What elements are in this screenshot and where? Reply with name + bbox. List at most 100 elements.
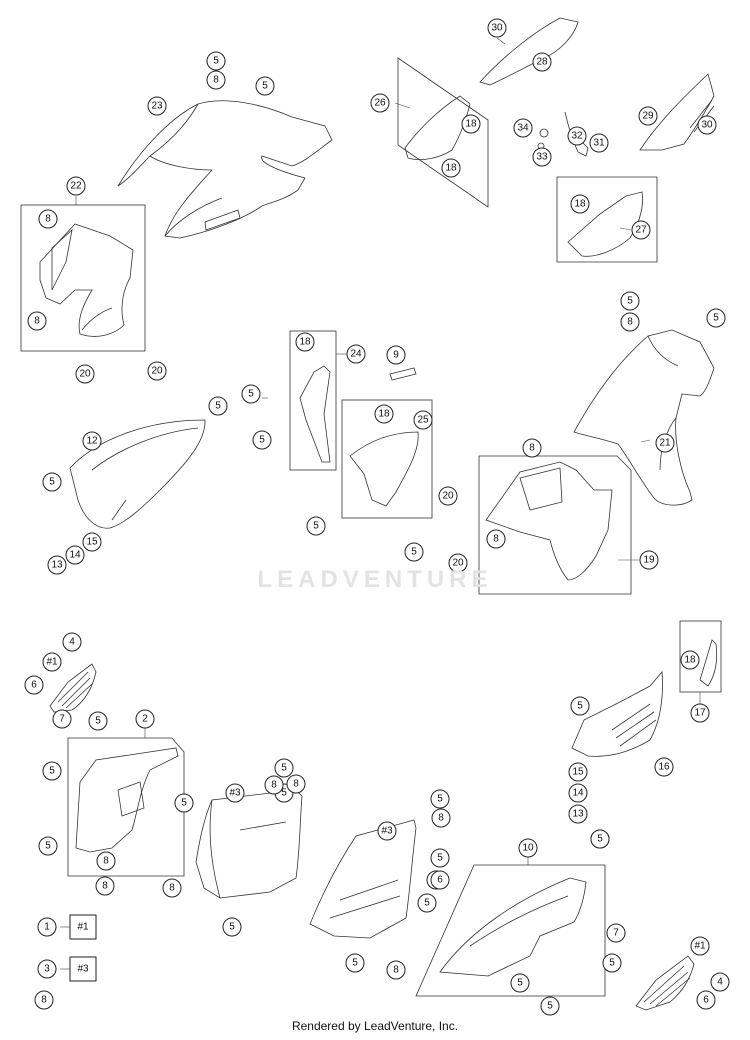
callout-label: 29 bbox=[642, 111, 654, 122]
callout-label: 8 bbox=[45, 214, 51, 225]
frame-group-27 bbox=[557, 177, 657, 262]
callout-label: 18 bbox=[465, 119, 477, 130]
callout-label: 12 bbox=[86, 436, 98, 447]
callout-label: 20 bbox=[79, 369, 91, 380]
callout-label: 9 bbox=[393, 350, 399, 361]
callout-6: 6 bbox=[24, 675, 44, 695]
callout-29: 29 bbox=[638, 106, 658, 126]
callout-label: 23 bbox=[151, 101, 163, 112]
callout-30: 30 bbox=[487, 18, 507, 38]
callout-5: 5 bbox=[208, 396, 228, 416]
callout-label: #1 bbox=[46, 657, 58, 668]
cover-part-26 bbox=[405, 96, 470, 160]
callout-5: 5 bbox=[38, 836, 58, 856]
callout-20: 20 bbox=[448, 553, 468, 573]
panel-part-12 bbox=[70, 420, 205, 528]
callout-label: 5 bbox=[95, 716, 101, 727]
callout-label: 8 bbox=[271, 780, 277, 791]
frame-group-17 bbox=[679, 620, 722, 693]
callout-label: 27 bbox=[635, 225, 647, 236]
callout-label: 5 bbox=[609, 958, 615, 969]
callout-label: 8 bbox=[493, 534, 499, 545]
callout-label: #3 bbox=[229, 788, 241, 799]
callout-8: 8 bbox=[95, 876, 115, 896]
callout-18: 18 bbox=[374, 404, 394, 424]
callout-18: 18 bbox=[680, 650, 700, 670]
callout-label: 8 bbox=[103, 856, 109, 867]
callout-13: 13 bbox=[568, 804, 588, 824]
panel-part-10-detail bbox=[470, 896, 568, 946]
callout-5: 5 bbox=[570, 696, 590, 716]
callout-label: 21 bbox=[659, 438, 671, 449]
fairing-part-23 bbox=[118, 101, 332, 238]
callout-label: 1 bbox=[44, 922, 50, 933]
callout-8: 8 bbox=[386, 960, 406, 980]
callout-24: 24 bbox=[346, 344, 366, 364]
callout-label: #3 bbox=[381, 826, 393, 837]
callout-label: 18 bbox=[684, 655, 696, 666]
callout-20: 20 bbox=[147, 361, 167, 381]
panel-part-2-detail bbox=[118, 782, 144, 816]
callout-label: 18 bbox=[378, 409, 390, 420]
callout-label: 5 bbox=[352, 958, 358, 969]
callout-label: 5 bbox=[213, 56, 219, 67]
callout-label: 7 bbox=[613, 928, 619, 939]
callout-2: 2 bbox=[135, 709, 155, 729]
callout-8: 8 bbox=[522, 438, 542, 458]
callout-5: 5 bbox=[42, 761, 62, 781]
callout-label: 16 bbox=[658, 762, 670, 773]
callout-hash3: #3 bbox=[69, 956, 97, 982]
callout-27: 27 bbox=[631, 220, 651, 240]
callout-label: 13 bbox=[51, 560, 63, 571]
frame-group-10 bbox=[416, 865, 605, 996]
callout-label: 31 bbox=[593, 138, 605, 149]
sensor-part-31 bbox=[565, 112, 588, 156]
callout-5: 5 bbox=[404, 542, 424, 562]
callout-label: 4 bbox=[69, 637, 75, 648]
frame-group-24 bbox=[289, 330, 337, 471]
callout-6: 6 bbox=[696, 990, 716, 1010]
footer-credit: Rendered by LeadVenture, Inc. bbox=[291, 1019, 459, 1033]
callout-18: 18 bbox=[461, 114, 481, 134]
callout-label: #3 bbox=[77, 964, 89, 975]
callout-label: 28 bbox=[536, 57, 548, 68]
callout-23: 23 bbox=[147, 96, 167, 116]
callout-label: 5 bbox=[713, 313, 719, 324]
cover-part-16 bbox=[572, 672, 663, 756]
callout-12: 12 bbox=[82, 431, 102, 451]
panel-part-2 bbox=[76, 748, 178, 852]
callout-label: 24 bbox=[350, 349, 362, 360]
callout-label: 5 bbox=[424, 898, 430, 909]
frame-group-19 bbox=[479, 456, 631, 594]
callout-10: 10 bbox=[518, 838, 538, 858]
panel-part-3-left-detail bbox=[210, 800, 286, 898]
callout-5: 5 bbox=[42, 472, 62, 492]
callout-8: 8 bbox=[286, 774, 306, 794]
callout-15: 15 bbox=[568, 762, 588, 782]
callout-label: 34 bbox=[517, 123, 529, 134]
callout-label: 5 bbox=[248, 389, 254, 400]
callout-label: 5 bbox=[281, 788, 287, 799]
callout-label: 8 bbox=[34, 316, 40, 327]
callout-label: 18 bbox=[445, 163, 457, 174]
callout-label: 5 bbox=[627, 296, 633, 307]
callout-label: 18 bbox=[299, 337, 311, 348]
inner-panel-part-22 bbox=[40, 224, 133, 336]
callout-18: 18 bbox=[441, 158, 461, 178]
callout-19: 19 bbox=[639, 550, 659, 570]
callout-label: 8 bbox=[102, 881, 108, 892]
callout-5: 5 bbox=[88, 711, 108, 731]
grille-part-1-right-mesh bbox=[644, 966, 690, 1006]
cover-part-28 bbox=[480, 18, 578, 85]
callout-label: 5 bbox=[577, 701, 583, 712]
callout-16: 16 bbox=[654, 757, 674, 777]
callout-22: 22 bbox=[66, 176, 86, 196]
callout-17: 17 bbox=[690, 703, 710, 723]
callout-label: 33 bbox=[536, 152, 548, 163]
callout-30: 30 bbox=[697, 115, 717, 135]
callout-label: 8 bbox=[293, 779, 299, 790]
callout-label: 20 bbox=[151, 366, 163, 377]
callout-label: 32 bbox=[571, 131, 583, 142]
callout-label: 30 bbox=[701, 120, 713, 131]
